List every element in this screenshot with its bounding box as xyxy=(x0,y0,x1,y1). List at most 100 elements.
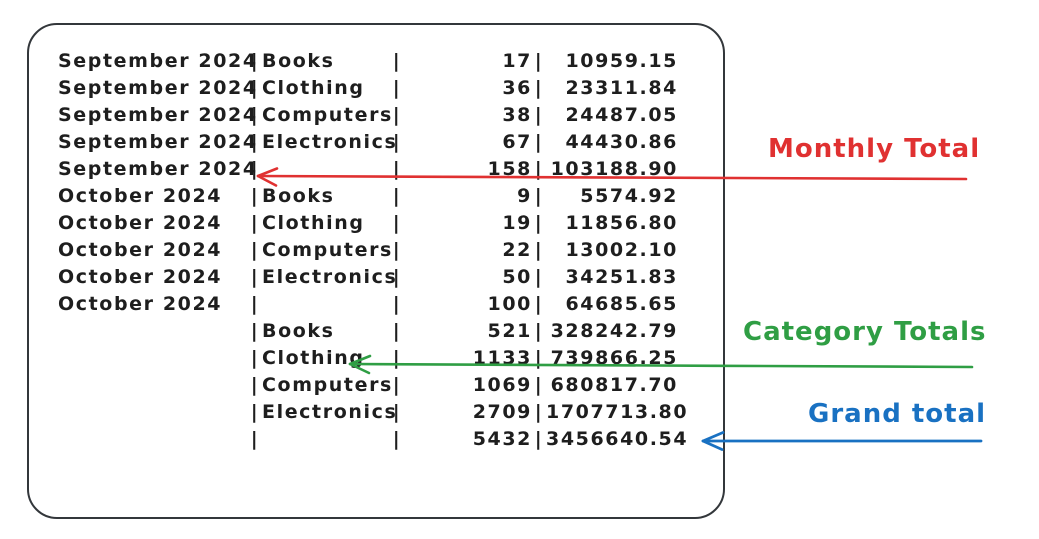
column-separator: | xyxy=(250,77,260,99)
column-separator: | xyxy=(534,158,544,180)
table-row: September 2024 | Electronics | 67 | 4443… xyxy=(58,129,688,156)
sales-table: September 2024 | Books | 17 | 10959.15 S… xyxy=(58,48,688,453)
month-cell xyxy=(58,399,248,426)
category-cell: Electronics xyxy=(262,401,398,423)
table-row: October 2024 | Clothing | 19 | 11856.80 xyxy=(58,210,688,237)
amount-cell: 103188.90 xyxy=(550,158,678,180)
column-separator: | xyxy=(534,293,544,315)
count-cell: 38 xyxy=(502,104,532,126)
count-cell: 1069 xyxy=(472,374,532,396)
month-cell: September 2024 xyxy=(58,77,258,99)
column-separator: | xyxy=(534,428,544,450)
column-separator: | xyxy=(392,104,402,126)
month-cell: September 2024 xyxy=(58,158,258,180)
column-separator: | xyxy=(392,266,402,288)
column-separator: | xyxy=(534,239,544,261)
column-separator: | xyxy=(392,131,402,153)
amount-cell: 24487.05 xyxy=(565,104,678,126)
month-cell: September 2024 xyxy=(58,131,258,153)
column-separator: | xyxy=(392,158,402,180)
column-separator: | xyxy=(250,320,260,342)
count-cell: 22 xyxy=(502,239,532,261)
amount-cell: 680817.70 xyxy=(550,374,678,396)
category-cell: Books xyxy=(262,320,335,342)
category-cell: Computers xyxy=(262,104,393,126)
column-separator: | xyxy=(534,104,544,126)
table-row: | Books | 521 | 328242.79 xyxy=(58,318,688,345)
amount-cell: 328242.79 xyxy=(550,320,678,342)
column-separator: | xyxy=(534,131,544,153)
column-separator: | xyxy=(392,401,402,423)
table-row: October 2024 | Computers | 22 | 13002.10 xyxy=(58,237,688,264)
month-cell xyxy=(58,426,248,453)
column-separator: | xyxy=(250,347,260,369)
count-cell: 158 xyxy=(487,158,532,180)
column-separator: | xyxy=(392,428,402,450)
amount-cell: 13002.10 xyxy=(565,239,678,261)
amount-cell: 5574.92 xyxy=(580,185,678,207)
grand-total-arrow xyxy=(701,431,983,451)
count-cell: 50 xyxy=(502,266,532,288)
column-separator: | xyxy=(534,50,544,72)
column-separator: | xyxy=(392,185,402,207)
month-cell: October 2024 xyxy=(58,239,223,261)
category-totals-label: Category Totals xyxy=(743,317,987,347)
column-separator: | xyxy=(250,50,260,72)
count-cell: 9 xyxy=(517,185,532,207)
category-cell: Clothing xyxy=(262,77,365,99)
amount-cell: 10959.15 xyxy=(565,50,678,72)
grand-total-label: Grand total xyxy=(808,399,987,429)
column-separator: | xyxy=(392,239,402,261)
month-cell: October 2024 xyxy=(58,266,223,288)
month-cell xyxy=(58,345,248,372)
column-separator: | xyxy=(250,266,260,288)
month-cell xyxy=(58,372,248,399)
count-cell: 1133 xyxy=(472,347,532,369)
column-separator: | xyxy=(250,212,260,234)
count-cell: 100 xyxy=(487,293,532,315)
month-cell: September 2024 xyxy=(58,50,258,72)
column-separator: | xyxy=(534,320,544,342)
table-row: | Computers | 1069 | 680817.70 xyxy=(58,372,688,399)
amount-cell: 64685.65 xyxy=(565,293,678,315)
amount-cell: 44430.86 xyxy=(565,131,678,153)
category-cell xyxy=(262,156,390,183)
amount-cell: 1707713.80 xyxy=(546,401,689,423)
table-row: October 2024 | Books | 9 | 5574.92 xyxy=(58,183,688,210)
column-separator: | xyxy=(392,293,402,315)
column-separator: | xyxy=(250,158,260,180)
column-separator: | xyxy=(392,77,402,99)
category-cell: Electronics xyxy=(262,266,398,288)
column-separator: | xyxy=(250,104,260,126)
column-separator: | xyxy=(250,185,260,207)
category-cell: Books xyxy=(262,50,335,72)
month-cell: October 2024 xyxy=(58,293,223,315)
result-box-outline xyxy=(27,23,725,519)
amount-cell: 3456640.54 xyxy=(546,428,689,450)
category-cell: Electronics xyxy=(262,131,398,153)
amount-cell: 11856.80 xyxy=(565,212,678,234)
column-separator: | xyxy=(250,293,260,315)
column-separator: | xyxy=(534,212,544,234)
table-row: | Electronics | 2709 | 1707713.80 xyxy=(58,399,688,426)
amount-cell: 739866.25 xyxy=(550,347,678,369)
table-row: September 2024 | | 158 | 103188.90 xyxy=(58,156,688,183)
table-row: | | 5432 | 3456640.54 xyxy=(58,426,688,453)
category-cell: Clothing xyxy=(262,347,365,369)
month-cell xyxy=(58,318,248,345)
month-cell: October 2024 xyxy=(58,212,223,234)
category-cell: Computers xyxy=(262,239,393,261)
count-cell: 36 xyxy=(502,77,532,99)
count-cell: 67 xyxy=(502,131,532,153)
column-separator: | xyxy=(250,131,260,153)
table-row: October 2024 | | 100 | 64685.65 xyxy=(58,291,688,318)
column-separator: | xyxy=(534,374,544,396)
count-cell: 19 xyxy=(502,212,532,234)
category-cell: Books xyxy=(262,185,335,207)
column-separator: | xyxy=(534,347,544,369)
column-separator: | xyxy=(250,428,260,450)
amount-cell: 23311.84 xyxy=(565,77,678,99)
column-separator: | xyxy=(250,401,260,423)
column-separator: | xyxy=(392,374,402,396)
amount-cell: 34251.83 xyxy=(565,266,678,288)
